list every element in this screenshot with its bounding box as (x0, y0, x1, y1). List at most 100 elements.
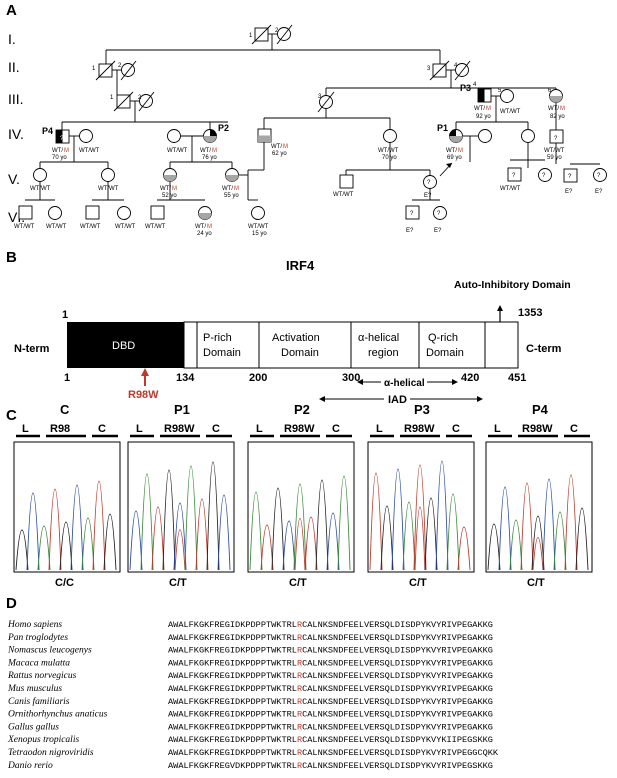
svg-text:WT/WT: WT/WT (80, 224, 101, 230)
alignment-row: Ornithorhynchus anaticus AWALFKGKFREGIDKP… (8, 710, 493, 720)
pedigree-female (79, 129, 93, 143)
svg-text:WT/: WT/ (446, 148, 457, 154)
svg-text:?: ? (410, 211, 414, 217)
protein-sequence: AWALFKGKFREGIDKPDPPTWKTRLRCALNKSNDFEELVE… (168, 684, 493, 694)
pedigree-female (538, 168, 552, 182)
protein-sequence: AWALFKGKFREGIDKPDPPTWKTRLRCALNKSNDFEELVE… (168, 710, 493, 720)
svg-text:WT/WT: WT/WT (544, 148, 565, 154)
pedigree-female (167, 129, 181, 143)
pedigree-male (150, 205, 165, 220)
n-term-label: N-term (14, 343, 50, 355)
pedigree-female (593, 168, 607, 182)
protein-sequence: AWALFKGKFREGIDKPDPPTWKTRLRCALNKSNDFEELVE… (168, 658, 493, 668)
pedigree-female (48, 206, 62, 220)
protein-sequence: AWALFKGKFREGIDKPDPPTWKTRLRCALNKSNDFEELVE… (168, 633, 493, 643)
svg-text:1: 1 (249, 33, 253, 39)
protein-name: IRF4 (286, 258, 315, 273)
species-name: Ornithorhynchus anaticus (8, 710, 108, 720)
trace-genotype: C/T (409, 577, 427, 589)
protein-sequence: AWALFKGKFREGIDKPDPPTWKTRLRCALNKSNDFEELVE… (168, 697, 493, 707)
trace-codon-label: R98W (404, 423, 435, 435)
species-name: Mus musculus (7, 684, 62, 694)
svg-text:420: 420 (461, 372, 479, 384)
trace-codon-label: R98 (50, 423, 70, 435)
svg-text:69 yo: 69 yo (447, 155, 462, 161)
species-name: Tetraodon nigroviridis (8, 748, 94, 758)
domain-dbd (67, 322, 184, 368)
protein-sequence: AWALFKGKFREGIDKPDPPTWKTRLRCALNKSNDFEELVE… (168, 722, 493, 732)
svg-text:WT/WT: WT/WT (500, 109, 521, 115)
svg-text:1: 1 (64, 372, 70, 384)
protein-sequence: AWALFKGKFREGIDKPDPPTWKTRLRCALNKSNDFEELVE… (168, 735, 493, 745)
alignment-row: Mus musculus AWALFKGKFREGIDKPDPPTWKTRLRCA… (7, 684, 493, 694)
mutation-label: R98W (128, 389, 159, 401)
svg-text:M: M (212, 148, 217, 154)
svg-text:300: 300 (342, 372, 360, 384)
trace-codon-label: L (256, 423, 263, 435)
svg-text:WT/: WT/ (52, 148, 63, 154)
trace-title: C (60, 402, 70, 417)
svg-text:WT/WT: WT/WT (46, 224, 67, 230)
pedigree-female (478, 129, 492, 143)
svg-text:P4: P4 (42, 126, 53, 136)
svg-text:E?: E? (434, 228, 442, 234)
generation-label: III. (8, 91, 24, 107)
panel-a-pedigree: A I. II. III. IV. V. VI. (6, 2, 607, 237)
svg-text:M: M (283, 144, 288, 150)
panel-label-a: A (6, 2, 17, 19)
deceased-line (251, 24, 272, 45)
protein-sequence: AWALFKGKFREGIDKPDPPTWKTRLRCALNKSNDFEELVE… (168, 646, 493, 656)
domain-activation (258, 321, 352, 369)
svg-text:4: 4 (473, 82, 477, 88)
svg-text:WT/WT: WT/WT (79, 148, 100, 154)
svg-text:E?: E? (424, 193, 432, 199)
pedigree-female (117, 206, 131, 220)
species-name: Nomascus leucogenys (7, 646, 92, 656)
auto-inhibitory-label: Auto-Inhibitory Domain (454, 279, 571, 291)
pedigree-female (383, 129, 397, 143)
svg-text:4: 4 (454, 63, 458, 69)
svg-text:5: 5 (498, 88, 502, 94)
svg-text:M: M (458, 148, 463, 154)
panel-label-b: B (6, 249, 17, 266)
trace-codon-label: C (452, 423, 460, 435)
svg-text:59 yo: 59 yo (547, 155, 562, 161)
pedigree-female (500, 89, 514, 103)
svg-text:WT/WT: WT/WT (167, 148, 188, 154)
svg-text:Activation: Activation (272, 332, 320, 344)
generation-label: IV. (8, 126, 24, 142)
trace-codon-label: C (98, 423, 106, 435)
svg-text:WT/WT: WT/WT (248, 224, 269, 230)
svg-text:M: M (560, 106, 565, 112)
svg-text:Domain: Domain (426, 347, 464, 359)
pedigree-female (251, 206, 265, 220)
svg-text:WT/WT: WT/WT (14, 224, 35, 230)
svg-text:2: 2 (275, 28, 279, 34)
svg-text:200: 200 (249, 372, 267, 384)
pedigree-male (549, 129, 564, 144)
svg-text:?: ? (437, 211, 441, 217)
pedigree-male (563, 168, 578, 183)
svg-text:?: ? (554, 136, 558, 142)
svg-text:3: 3 (318, 94, 322, 100)
species-name: Pan troglodytes (7, 633, 68, 643)
generation-label: I. (8, 31, 16, 47)
svg-text:?: ? (597, 173, 601, 179)
alignment-row: Pan troglodytes AWALFKGKFREGIDKPDPPTWKTRL… (7, 633, 493, 643)
pedigree-male (405, 205, 420, 220)
svg-text:55 yo: 55 yo (224, 193, 239, 199)
pedigree-male (507, 167, 522, 182)
trace-title: P3 (414, 402, 430, 417)
panel-b-protein-domains: B IRF4 Auto-Inhibitory Domain 1 1353 N-t… (6, 249, 571, 406)
svg-text:Domain: Domain (203, 347, 241, 359)
c-term-label: C-term (526, 343, 562, 355)
svg-text:?: ? (427, 180, 431, 186)
svg-text:?: ? (542, 173, 546, 179)
proband-label: P3 (460, 83, 471, 93)
